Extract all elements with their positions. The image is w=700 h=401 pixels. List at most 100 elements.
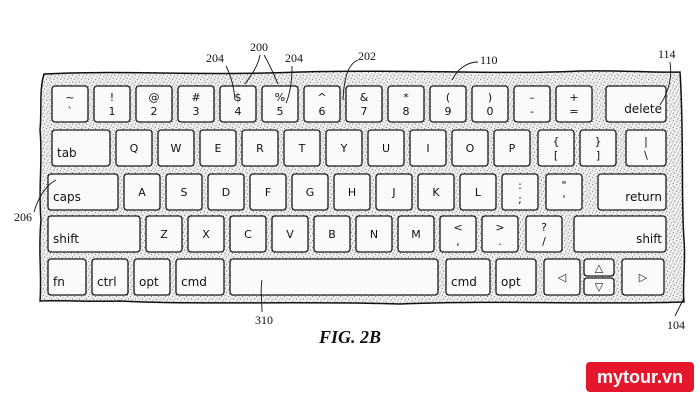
key-arrow-right[interactable]: ▷ (621, 258, 665, 296)
key-1-top-legend: ! (110, 91, 114, 104)
ref-110: 110 (480, 53, 498, 67)
key-t-cap (283, 129, 321, 167)
key-fn[interactable]: fn (47, 258, 87, 296)
key-cmd-right[interactable]: cmd (445, 258, 491, 296)
key-cmd-left[interactable]: cmd (175, 258, 225, 296)
key-p[interactable]: P (493, 129, 531, 167)
key-comma[interactable]: <, (439, 215, 477, 253)
key-7[interactable]: &7 (345, 85, 383, 123)
key-o[interactable]: O (451, 129, 489, 167)
key-z[interactable]: Z (145, 215, 183, 253)
key-backslash[interactable]: |\ (625, 129, 667, 167)
key-c[interactable]: C (229, 215, 267, 253)
key-delete[interactable]: delete (605, 85, 667, 123)
key-y[interactable]: Y (325, 129, 363, 167)
key-period-cap (481, 215, 519, 253)
key-z-cap (145, 215, 183, 253)
key-a[interactable]: A (123, 173, 161, 211)
key-6-bottom-legend: 6 (319, 105, 326, 118)
key-arrow-up-cap (583, 258, 615, 277)
key-2[interactable]: @2 (135, 85, 173, 123)
key-9-cap (429, 85, 467, 123)
key-i-cap (409, 129, 447, 167)
key-equals[interactable]: += (555, 85, 593, 123)
key-tab-legend: tab (57, 146, 77, 160)
key-equals-cap (555, 85, 593, 123)
key-lbracket[interactable]: {[ (537, 129, 575, 167)
key-shift-left[interactable]: shift (47, 215, 141, 253)
key-n-legend: N (370, 228, 378, 241)
key-k-legend: K (432, 186, 440, 199)
key-8[interactable]: *8 (387, 85, 425, 123)
key-caps-cap (47, 173, 119, 211)
key-tab[interactable]: tab (51, 129, 111, 167)
key-e-legend: E (215, 142, 222, 155)
key-semicolon[interactable]: :; (501, 173, 539, 211)
key-f[interactable]: F (249, 173, 287, 211)
key-slash[interactable]: ?/ (525, 215, 563, 253)
key-j-legend: J (391, 186, 395, 199)
key-arrow-left[interactable]: ◁ (543, 258, 581, 296)
key-k[interactable]: K (417, 173, 455, 211)
key-j[interactable]: J (375, 173, 413, 211)
key-caps[interactable]: caps (47, 173, 119, 211)
key-tab-cap (51, 129, 111, 167)
key-r[interactable]: R (241, 129, 279, 167)
key-x-cap (187, 215, 225, 253)
key-backslash-top-legend: | (644, 135, 648, 148)
key-backslash-cap (625, 129, 667, 167)
ref-114: 114 (658, 47, 676, 61)
key-1[interactable]: !1 (93, 85, 131, 123)
key-9[interactable]: (9 (429, 85, 467, 123)
key-i[interactable]: I (409, 129, 447, 167)
key-rbracket[interactable]: }] (579, 129, 617, 167)
key-7-top-legend: & (360, 91, 369, 104)
key-arrow-down[interactable]: ▽ (583, 277, 615, 296)
key-q[interactable]: Q (115, 129, 153, 167)
key-lbracket-bottom-legend: [ (554, 149, 558, 162)
key-l[interactable]: L (459, 173, 497, 211)
key-0[interactable]: )0 (471, 85, 509, 123)
key-4[interactable]: $4 (219, 85, 257, 123)
key-5[interactable]: %5 (261, 85, 299, 123)
key-s[interactable]: S (165, 173, 203, 211)
key-u[interactable]: U (367, 129, 405, 167)
key-opt-left-legend: opt (139, 275, 159, 289)
key-quote[interactable]: "' (545, 173, 583, 211)
key-shift-right[interactable]: shift (573, 215, 667, 253)
key-period[interactable]: >. (481, 215, 519, 253)
key-h[interactable]: H (333, 173, 371, 211)
key-b[interactable]: B (313, 215, 351, 253)
key-g[interactable]: G (291, 173, 329, 211)
key-rbracket-bottom-legend: ] (596, 149, 600, 162)
key-7-cap (345, 85, 383, 123)
key-equals-bottom-legend: = (569, 105, 578, 118)
key-period-top-legend: > (495, 221, 504, 234)
key-n[interactable]: N (355, 215, 393, 253)
key-ctrl[interactable]: ctrl (91, 258, 129, 296)
key-v[interactable]: V (271, 215, 309, 253)
key-grave[interactable]: ~` (51, 85, 89, 123)
key-e-cap (199, 129, 237, 167)
key-return[interactable]: return (597, 173, 667, 211)
key-opt-right[interactable]: opt (495, 258, 537, 296)
key-space[interactable] (229, 258, 439, 296)
key-minus[interactable]: –- (513, 85, 551, 123)
key-d[interactable]: D (207, 173, 245, 211)
ref-206: 206 (14, 210, 32, 224)
key-e[interactable]: E (199, 129, 237, 167)
key-arrow-up[interactable]: △ (583, 258, 615, 277)
key-w-legend: W (171, 142, 182, 155)
key-6[interactable]: ^6 (303, 85, 341, 123)
key-r-cap (241, 129, 279, 167)
key-m[interactable]: M (397, 215, 435, 253)
key-x[interactable]: X (187, 215, 225, 253)
key-t[interactable]: T (283, 129, 321, 167)
key-minus-top-legend: – (529, 91, 535, 104)
key-opt-left[interactable]: opt (133, 258, 171, 296)
key-3[interactable]: #3 (177, 85, 215, 123)
key-9-bottom-legend: 9 (445, 105, 452, 118)
key-b-legend: B (328, 228, 336, 241)
key-w[interactable]: W (157, 129, 195, 167)
key-quote-bottom-legend: ' (562, 193, 565, 206)
